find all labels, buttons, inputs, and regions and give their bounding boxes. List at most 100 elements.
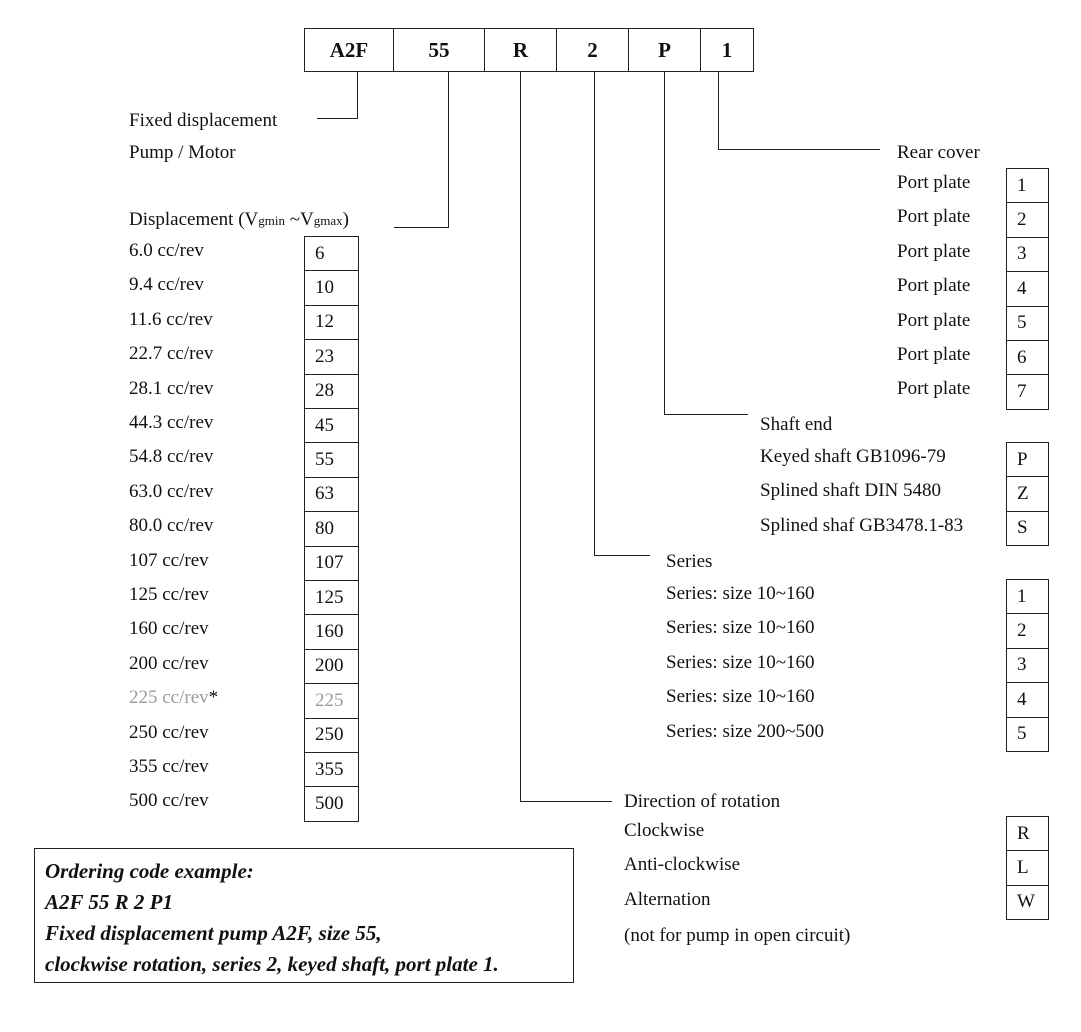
ordering-example-box: Ordering code example: A2F 55 R 2 P1 Fix…: [34, 848, 574, 983]
series-code-box: 3: [1006, 647, 1049, 684]
displacement-label: 355 cc/rev: [129, 756, 209, 777]
rear-cover-label: Port plate: [897, 275, 971, 297]
rear-cover-label: Port plate: [897, 172, 971, 193]
example-code: A2F 55 R 2 P1: [45, 890, 173, 914]
rotation-code-box: R: [1006, 816, 1049, 852]
rear-cover-label: Port plate: [897, 240, 971, 262]
displacement-label: 225 cc/rev*: [129, 687, 219, 709]
rear-cover-title: Rear cover: [897, 142, 980, 163]
displacement-code-box: 125: [304, 580, 359, 616]
rotation-label: Alternation: [624, 888, 711, 910]
shaft-end-code-box: S: [1006, 510, 1049, 547]
series-code-box: 4: [1006, 682, 1049, 718]
rear-cover-label: Port plate: [897, 378, 971, 400]
displacement-label: 80.0 cc/rev: [129, 515, 214, 537]
displacement-label: 250 cc/rev: [129, 721, 209, 743]
series-label: Series: size 10~160: [666, 651, 815, 673]
code-box-series: 2: [556, 28, 629, 72]
displacement-label: 9.4 cc/rev: [129, 274, 204, 296]
connector-line: [317, 118, 358, 119]
connector-line: [394, 227, 449, 228]
displacement-label: 22.7 cc/rev: [129, 343, 214, 365]
connector-line: [664, 71, 665, 415]
displacement-label: 54.8 cc/rev: [129, 446, 214, 468]
displacement-code-box: 10: [304, 270, 359, 306]
displacement-code-box: 63: [304, 476, 359, 513]
connector-line: [520, 71, 521, 802]
series-label: Series: size 200~500: [666, 720, 825, 742]
connector-line: [718, 149, 880, 150]
series-code-box: 2: [1006, 613, 1049, 649]
shaft-end-code-box: P: [1006, 442, 1049, 478]
series-label: Series: size 10~160: [666, 583, 815, 604]
pump-label-line1: Fixed displacement: [129, 110, 278, 131]
rear-cover-code-box: 7: [1006, 374, 1049, 410]
code-box-size: 55: [393, 28, 485, 72]
connector-line: [448, 71, 449, 228]
displacement-label: 28.1 cc/rev: [129, 377, 214, 399]
displacement-label: 500 cc/rev: [129, 790, 209, 812]
displacement-code-box: 28: [304, 373, 359, 409]
shaft-end-title: Shaft end: [760, 414, 833, 435]
footnote-asterisk: *: [208, 687, 219, 709]
displacement-code-box: 23: [304, 339, 359, 375]
series-code-box: 5: [1006, 716, 1049, 752]
connector-line: [718, 71, 719, 150]
shaft-end-label: Splined shaf GB3478.1-83: [760, 514, 964, 536]
displacement-label: 200 cc/rev: [129, 652, 209, 674]
rotation-code-box: L: [1006, 850, 1049, 886]
series-label: Series: size 10~160: [666, 686, 815, 708]
shaft-end-label: Keyed shaft GB1096-79: [760, 446, 946, 467]
displacement-label: 125 cc/rev: [129, 584, 209, 605]
connector-line: [357, 71, 358, 119]
rear-cover-code-box: 1: [1006, 168, 1049, 204]
code-box-shaft: P: [628, 28, 701, 72]
connector-line: [594, 71, 595, 556]
rotation-label: Anti-clockwise: [624, 854, 741, 876]
displacement-label: 107 cc/rev: [129, 549, 209, 571]
connector-line: [664, 414, 748, 415]
rear-cover-code-box: 5: [1006, 305, 1049, 341]
displacement-label: 160 cc/rev: [129, 618, 209, 640]
rear-cover-label: Port plate: [897, 309, 971, 331]
displacement-code-box: 500: [304, 786, 359, 822]
displacement-label: 6.0 cc/rev: [129, 240, 204, 261]
connector-line: [520, 801, 612, 802]
displacement-code-box: 200: [304, 648, 359, 685]
displacement-label: 44.3 cc/rev: [129, 412, 214, 433]
displacement-code-box: 6: [304, 236, 359, 272]
code-box-rear-cover: 1: [700, 28, 754, 72]
displacement-label: 11.6 cc/rev: [129, 308, 213, 330]
rear-cover-label: Port plate: [897, 206, 971, 228]
connector-line: [594, 555, 650, 556]
rear-cover-code-box: 3: [1006, 236, 1049, 273]
shaft-end-label: Splined shaft DIN 5480: [760, 480, 942, 502]
displacement-code-box: 355: [304, 752, 359, 788]
displacement-code-box: 225: [304, 683, 359, 719]
code-box-rotation: R: [484, 28, 557, 72]
displacement-code-box: 55: [304, 442, 359, 478]
rotation-footnote: (not for pump in open circuit): [624, 925, 851, 946]
rear-cover-code-box: 4: [1006, 271, 1049, 307]
displacement-code-box: 80: [304, 511, 359, 547]
displacement-code-box: 160: [304, 614, 359, 650]
example-description-line2: clockwise rotation, series 2, keyed shaf…: [45, 952, 499, 976]
rear-cover-code-box: 6: [1006, 340, 1049, 376]
rotation-title: Direction of rotation: [624, 791, 781, 812]
displacement-code-box: 12: [304, 304, 359, 341]
rear-cover-label: Port plate: [897, 344, 971, 365]
displacement-code-box: 107: [304, 545, 359, 581]
example-description-line1: Fixed displacement pump A2F, size 55,: [45, 921, 382, 945]
series-title: Series: [666, 551, 713, 572]
code-box-type: A2F: [304, 28, 394, 72]
pump-label-line2: Pump / Motor: [129, 142, 236, 163]
series-code-box: 1: [1006, 579, 1049, 615]
series-label: Series: size 10~160: [666, 617, 815, 639]
example-title: Ordering code example:: [45, 859, 254, 883]
rear-cover-code-box: 2: [1006, 202, 1049, 238]
rotation-label: Clockwise: [624, 820, 705, 841]
shaft-end-code-box: Z: [1006, 476, 1049, 512]
displacement-heading: Displacement (Vgmin ~Vgmax): [129, 209, 349, 230]
displacement-code-box: 250: [304, 717, 359, 753]
